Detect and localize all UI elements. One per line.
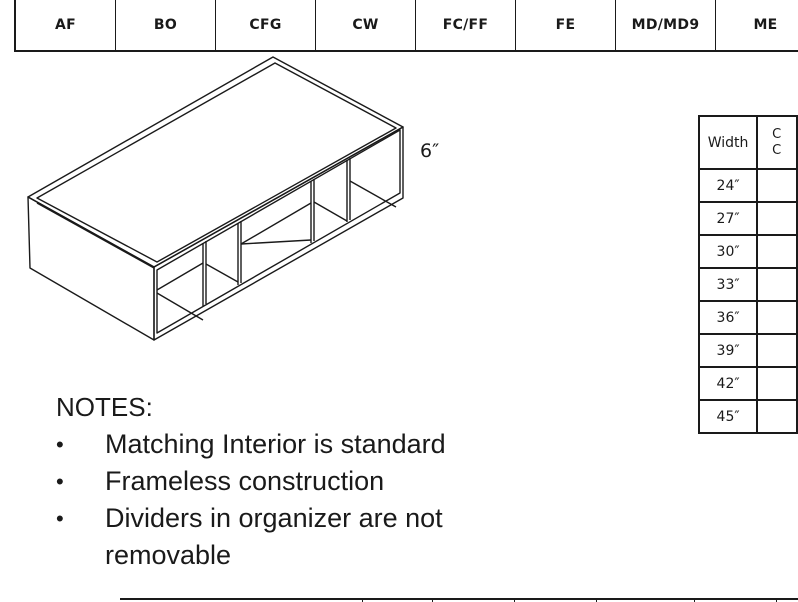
code-cell: BO [116, 0, 216, 50]
bullet-icon: • [56, 469, 64, 494]
width-cell: 45″ [697, 399, 759, 434]
notes-title: NOTES: [56, 392, 153, 422]
bottom-divider [432, 598, 433, 602]
notes-list: • Matching Interior is standard • Frameles… [56, 426, 525, 574]
blank-cell [756, 333, 798, 368]
blank-cell [756, 234, 798, 269]
blank-cell [756, 399, 798, 434]
width-cell: 33″ [697, 267, 759, 302]
width-cell: 24″ [697, 168, 759, 203]
blank-cell [756, 267, 798, 302]
code-cell: AF [16, 0, 116, 50]
cabinet-organizer-drawing [27, 56, 404, 341]
bottom-divider [596, 598, 597, 602]
note-text: Matching Interior is standard [105, 429, 446, 459]
code-cell: CW [316, 0, 416, 50]
finish-codes-table: AF BO CFG CW FC/FF FE MD/MD9 ME [14, 0, 798, 52]
note-text: Dividers in organizer are not removable [105, 503, 443, 570]
width-column-header: Width [697, 115, 759, 170]
height-dimension-label: 6″ [420, 140, 440, 162]
bullet-icon: • [56, 432, 64, 457]
width-cell: 36″ [697, 300, 759, 335]
note-item: • Matching Interior is standard [56, 426, 525, 463]
bottom-divider [776, 598, 777, 602]
blank-cell [756, 300, 798, 335]
bottom-table-edge [120, 598, 798, 600]
header-fragment: C [772, 142, 782, 158]
bottom-divider [362, 598, 363, 602]
note-item: • Frameless construction [56, 463, 525, 500]
note-item: • Dividers in organizer are not removable [56, 500, 525, 574]
width-cell: 30″ [697, 234, 759, 269]
note-text: Frameless construction [105, 466, 385, 496]
width-cell: 42″ [697, 366, 759, 401]
code-cell: ME [716, 0, 798, 50]
width-cell: 27″ [697, 201, 759, 236]
code-cell: FE [516, 0, 616, 50]
width-cell: 39″ [697, 333, 759, 368]
code-cell: FC/FF [416, 0, 516, 50]
bullet-icon: • [56, 506, 64, 531]
bottom-divider [694, 598, 695, 602]
blank-cell [756, 201, 798, 236]
header-fragment: C [772, 126, 782, 142]
code-cell: CFG [216, 0, 316, 50]
blank-cell [756, 168, 798, 203]
blank-cell [756, 366, 798, 401]
bottom-divider [514, 598, 515, 602]
code-cell: MD/MD9 [616, 0, 716, 50]
